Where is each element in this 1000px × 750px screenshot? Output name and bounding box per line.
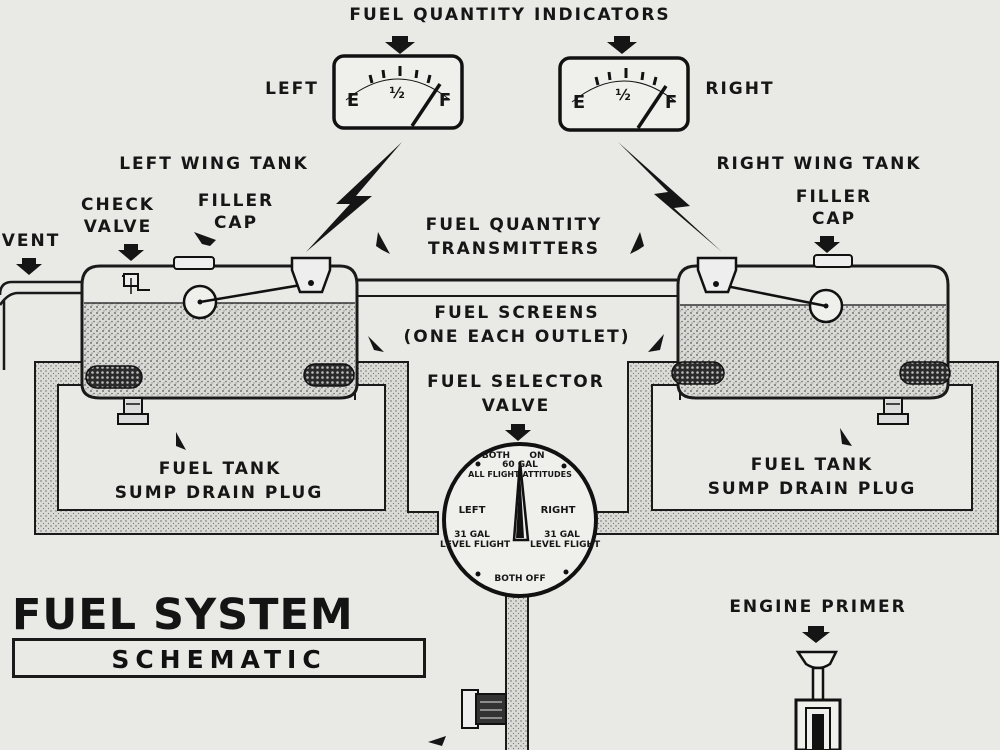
right-gauge-full: F <box>664 92 680 113</box>
right-sump-drain-plug <box>883 397 903 415</box>
selector-on-label: ON <box>529 451 545 461</box>
right-fuel-screen-inboard <box>671 361 725 385</box>
subtitle-box: SCHEMATIC <box>12 638 426 678</box>
selector-right-label: RIGHT <box>540 505 576 516</box>
left-signal-bolt <box>306 142 402 252</box>
check-valve-label-1: CHECK <box>81 195 155 215</box>
left-gauge-empty: E <box>346 90 362 111</box>
fuel-selector-valve <box>442 442 598 598</box>
right-quantity-transmitter <box>696 256 738 294</box>
right-sump-label-1: FUEL TANK <box>750 455 874 475</box>
left-filler-cap-label-2: CAP <box>213 213 259 233</box>
selector-both-off-label: BOTH OFF <box>494 574 546 584</box>
left-gauge-full: F <box>438 90 454 111</box>
right-gauge-empty: E <box>572 92 588 113</box>
left-sump-label-1: FUEL TANK <box>158 459 282 479</box>
engine-primer <box>794 650 842 750</box>
left-sump-label-2: SUMP DRAIN PLUG <box>114 483 324 503</box>
left-fuel-screen-outboard <box>85 365 143 389</box>
selector-31gal-left-1: 31 GAL <box>454 530 490 540</box>
left-filler-cap <box>173 256 215 270</box>
fuel-screens-label-2: (ONE EACH OUTLET) <box>403 327 631 347</box>
left-filler-cap-label-1: FILLER <box>197 191 275 211</box>
left-wing-tank <box>80 256 359 425</box>
left-fuel-screen-inboard <box>303 363 355 387</box>
left-indicator-label: LEFT <box>265 79 319 99</box>
engine-primer-label: ENGINE PRIMER <box>729 597 907 617</box>
right-fuel-screen-outboard <box>899 361 951 385</box>
fuel-screens-label-1: FUEL SCREENS <box>434 303 600 323</box>
fuel-quantity-indicators-label: FUEL QUANTITY INDICATORS <box>349 5 671 25</box>
left-gauge-half: ½ <box>389 84 407 102</box>
transmitters-label-2: TRANSMITTERS <box>427 239 601 259</box>
page-subtitle: SCHEMATIC <box>111 645 327 674</box>
page-title: FUEL SYSTEM <box>12 590 354 640</box>
selector-31gal-right-2: LEVEL FLIGHT <box>530 540 601 550</box>
selector-60gal-label: 60 GAL <box>502 460 538 470</box>
left-wing-tank-label: LEFT WING TANK <box>119 154 309 174</box>
vent-label: VENT <box>1 231 61 251</box>
right-signal-bolt <box>618 142 722 252</box>
left-sump-drain-plug <box>123 397 143 415</box>
fuel-selector-label-1: FUEL SELECTOR <box>427 372 605 392</box>
left-quantity-transmitter <box>290 256 332 294</box>
fuel-selector-label-2: VALVE <box>481 396 551 416</box>
right-filler-cap-label-2: CAP <box>811 209 857 229</box>
right-wing-tank-label: RIGHT WING TANK <box>716 154 922 174</box>
left-fuel-gauge <box>332 54 464 130</box>
vent-line <box>0 280 142 370</box>
fuel-strainer <box>461 689 507 729</box>
right-wing-tank <box>671 254 951 425</box>
right-fuel-gauge <box>558 56 690 132</box>
check-valve-label-2: VALVE <box>83 217 153 237</box>
pointer-arrows <box>16 36 852 746</box>
selector-31gal-left-2: LEVEL FLIGHT <box>440 540 511 550</box>
selector-all-flight-label: ALL FLIGHT ATTITUDES <box>468 470 572 479</box>
selector-31gal-right-1: 31 GAL <box>544 530 580 540</box>
right-filler-cap <box>813 254 853 268</box>
transmitters-label-1: FUEL QUANTITY <box>425 215 603 235</box>
right-indicator-label: RIGHT <box>705 79 775 99</box>
right-gauge-half: ½ <box>615 86 633 104</box>
selector-left-label: LEFT <box>458 505 486 516</box>
right-sump-label-2: SUMP DRAIN PLUG <box>707 479 917 499</box>
selector-both-label: BOTH <box>481 451 511 461</box>
right-filler-cap-label-1: FILLER <box>795 187 873 207</box>
